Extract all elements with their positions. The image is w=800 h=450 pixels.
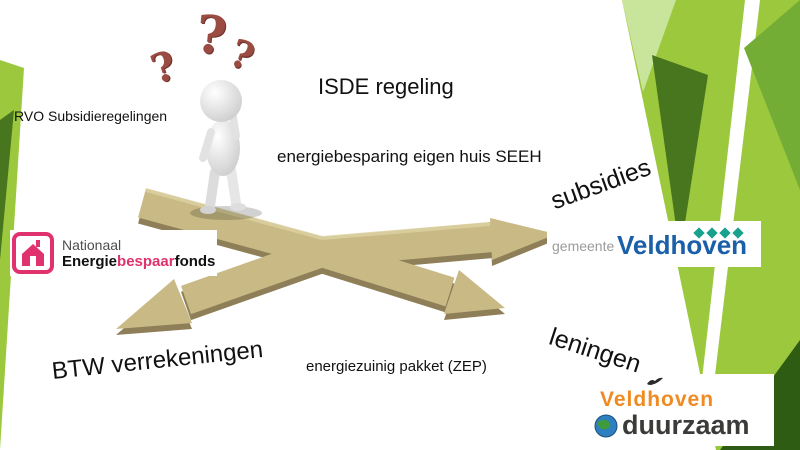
question-mark-icon: ? <box>192 3 230 68</box>
globe-icon <box>594 414 618 437</box>
house-icon <box>12 232 54 274</box>
veldhoven-duurzaam-veldhoven-label: Veldhoven <box>600 388 715 411</box>
nebf-fonds-label: Energiebespaarfonds <box>62 253 215 270</box>
nebf-bespaar-text: bespaar <box>117 252 175 270</box>
nebf-fonds-text: fonds <box>174 252 216 270</box>
logo-veldhoven-duurzaam: Veldhoven duurzaam <box>588 374 774 446</box>
label-energiebesparing-seeh: energiebesparing eigen huis SEEH <box>277 147 542 166</box>
gemeente-label: gemeente <box>552 238 615 254</box>
nebf-energie-text: Energie <box>62 252 118 270</box>
veldhoven-duurzaam-duurzaam-row: duurzaam <box>594 410 750 441</box>
label-isde-regeling: ISDE regeling <box>318 74 454 99</box>
label-energiezuinig-pakket-zep: energiezuinig pakket (ZEP) <box>306 358 487 375</box>
nebf-nationaal-label: Nationaal <box>62 236 122 253</box>
duurzaam-label: duurzaam <box>622 410 750 440</box>
logo-nationaal-energiebespaarfonds: Nationaal Energiebespaarfonds <box>10 230 218 276</box>
label-rvo-subsidieregelingen: RVO Subsidieregelingen <box>14 108 168 124</box>
bird-icon <box>647 377 663 385</box>
logo-gemeente-veldhoven: gemeente Veldhoven <box>547 221 761 267</box>
diamond-icons <box>693 224 747 242</box>
